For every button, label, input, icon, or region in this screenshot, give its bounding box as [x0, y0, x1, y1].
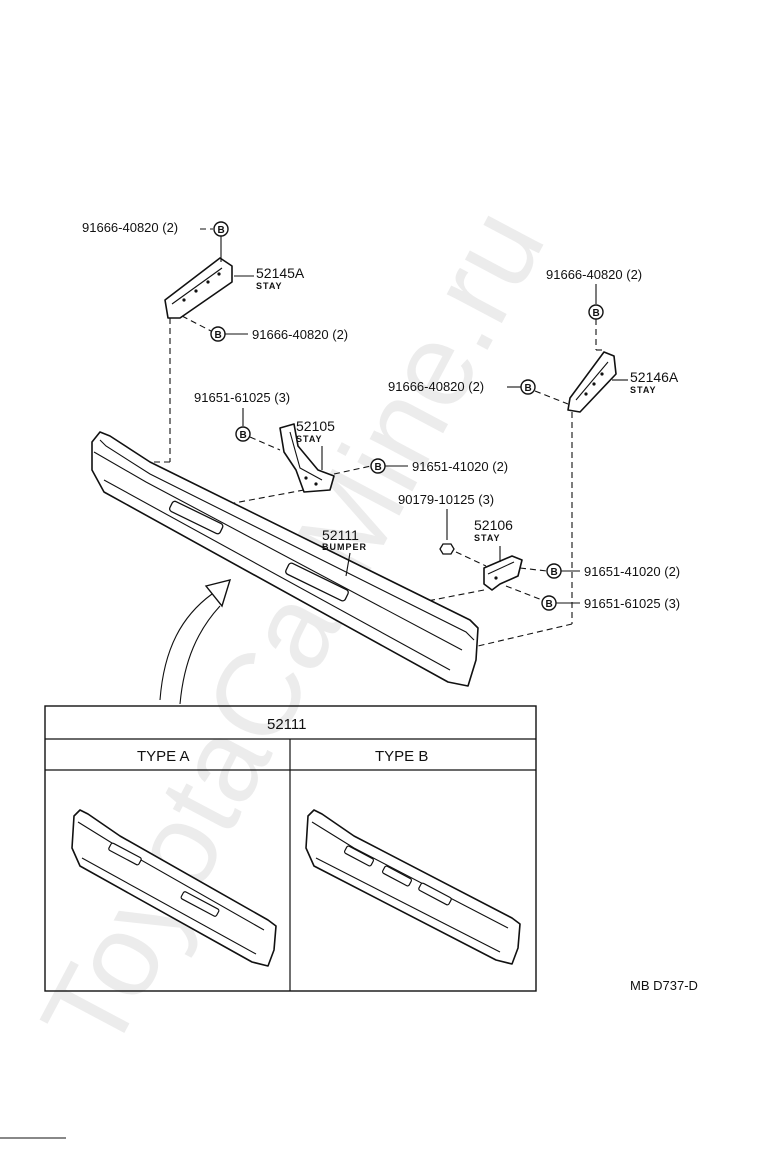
part-name-52111: BUMPER	[322, 542, 367, 552]
variant-table	[44, 705, 537, 992]
drawing-code: MB D737-D	[630, 978, 698, 993]
fastener-b-label: B	[546, 599, 553, 610]
fastener-b-label: B	[551, 567, 558, 578]
stay-52146a	[567, 351, 617, 413]
callout-91666-40820-left-lower: 91666-40820 (2)	[252, 327, 348, 342]
part-number-52145a: 52145A	[256, 265, 305, 281]
fastener-b-label: B	[375, 462, 382, 473]
variant-type-b-label: TYPE B	[375, 748, 428, 765]
callout-91651-61025-upper: 91651-61025 (3)	[194, 390, 290, 405]
variant-table-header: 52111	[267, 716, 307, 733]
fastener-b-label: B	[593, 308, 600, 319]
part-number-52106: 52106	[474, 517, 513, 533]
stay-52105	[279, 423, 335, 493]
pointer-arrow-icon	[159, 579, 232, 705]
callout-91666-40820-right-middle: 91666-40820 (2)	[388, 379, 484, 394]
callout-91651-41020-upper: 91651-41020 (2)	[412, 459, 508, 474]
part-name-52105: STAY	[296, 434, 323, 444]
part-number-52111: 52111	[322, 527, 359, 543]
bumper-type-a	[71, 809, 277, 967]
stay-52145a	[164, 257, 233, 319]
stay-52106	[483, 555, 523, 591]
callout-91666-40820-top-left: 91666-40820 (2)	[82, 220, 178, 235]
part-name-52146a: STAY	[630, 385, 657, 395]
fastener-b-label: B	[240, 430, 247, 441]
part-name-52106: STAY	[474, 533, 501, 543]
callout-90179-10125: 90179-10125 (3)	[398, 492, 494, 507]
fastener-b-label: B	[218, 225, 225, 236]
variant-type-a-label: TYPE A	[137, 748, 190, 765]
callout-91651-41020-lower: 91651-41020 (2)	[584, 564, 680, 579]
fastener-b-icon	[235, 426, 251, 442]
fastener-b-label: B	[215, 330, 222, 341]
fastener-b-label: B	[525, 383, 532, 394]
bumper-type-b	[305, 809, 521, 965]
part-number-52105: 52105	[296, 418, 335, 434]
callout-91651-61025-lower: 91651-61025 (3)	[584, 596, 680, 611]
part-number-52146a: 52146A	[630, 369, 679, 385]
fastener-b-icon	[520, 379, 536, 395]
bumper-main	[91, 431, 479, 687]
nut-icon	[439, 543, 455, 555]
callout-91666-40820-top-right: 91666-40820 (2)	[546, 267, 642, 282]
part-name-52145a: STAY	[256, 281, 283, 291]
